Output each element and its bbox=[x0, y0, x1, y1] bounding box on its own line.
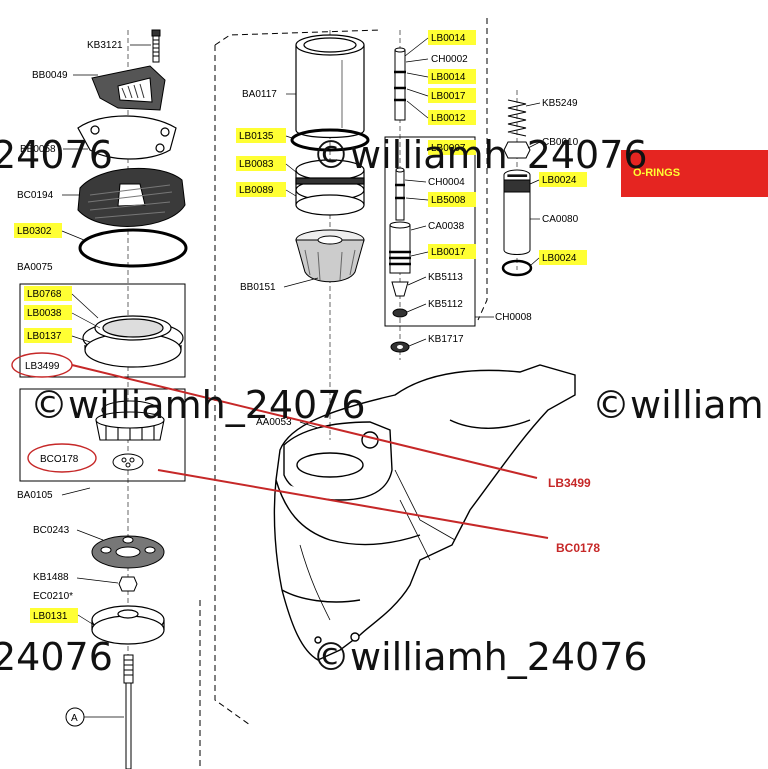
label-LB5008: LB5008 bbox=[431, 195, 466, 206]
label-LB3499: LB3499 bbox=[25, 361, 60, 372]
label-EC0210: EC0210* bbox=[33, 591, 73, 602]
watermark: ©williamh_24076 bbox=[30, 383, 366, 427]
part-CA0038 bbox=[389, 221, 411, 274]
label-LB0024b: LB0024 bbox=[542, 253, 577, 264]
part-BB0058 bbox=[77, 115, 177, 160]
label-AA0053: AA0053 bbox=[256, 417, 292, 428]
label-LB0014b: LB0014 bbox=[431, 72, 466, 83]
part-LB0302-oring bbox=[78, 228, 188, 268]
part-BA0117-tube bbox=[295, 34, 365, 139]
label-LB0012: LB0012 bbox=[431, 113, 466, 124]
label-LB0024a: LB0024 bbox=[542, 175, 577, 186]
label-CA0080: CA0080 bbox=[542, 214, 579, 225]
part-CH0004-pin bbox=[395, 167, 405, 221]
label-BC0243: BC0243 bbox=[33, 525, 70, 536]
label-LB0007: LB0007 bbox=[431, 143, 466, 154]
label-CB0010: CB0010 bbox=[542, 137, 579, 148]
label-LB0302: LB0302 bbox=[17, 226, 52, 237]
callout-BC0178: BC0178 bbox=[556, 541, 600, 555]
part-BA0075-seal bbox=[82, 315, 184, 368]
dashed-outline bbox=[199, 18, 488, 769]
label-LB0014a: LB0014 bbox=[431, 33, 466, 44]
watermark: ©william bbox=[592, 383, 764, 427]
label-BCO178: BCO178 bbox=[40, 454, 79, 465]
o-rings-legend-label: O-RINGS bbox=[633, 167, 680, 179]
box-BA0105 bbox=[19, 388, 186, 482]
part-BB0151-cone bbox=[295, 229, 365, 283]
label-KB1488: KB1488 bbox=[33, 572, 69, 583]
o-rings-legend bbox=[621, 150, 768, 197]
callout-LB3499: LB3499 bbox=[548, 476, 591, 490]
part-BA0105-cage bbox=[95, 400, 165, 441]
part-BCO178 bbox=[112, 453, 144, 471]
housing-inner-ribs bbox=[299, 469, 456, 621]
label-LB0038: LB0038 bbox=[27, 308, 62, 319]
callout-line-LB3499 bbox=[71, 364, 538, 479]
label-BB0058: BB0058 bbox=[20, 144, 56, 155]
label-BA0105: BA0105 bbox=[17, 490, 53, 501]
label-LB0089: LB0089 bbox=[239, 185, 274, 196]
part-CA0080 bbox=[503, 169, 531, 255]
label-KB5113: KB5113 bbox=[428, 272, 463, 283]
label-CH0008: CH0008 bbox=[495, 312, 532, 323]
label-CA0038: CA0038 bbox=[428, 221, 465, 232]
label-BB0151: BB0151 bbox=[240, 282, 276, 293]
label-LB0768: LB0768 bbox=[27, 289, 62, 300]
watermark: ©williamh_24076 bbox=[312, 133, 648, 177]
label-LB0017a: LB0017 bbox=[431, 91, 466, 102]
label-KB5112: KB5112 bbox=[428, 299, 463, 310]
label-BA0075: BA0075 bbox=[17, 262, 53, 273]
label-LB0017b: LB0017 bbox=[431, 247, 466, 258]
label-BA0117: BA0117 bbox=[242, 89, 277, 100]
part-CH0002-stem bbox=[394, 47, 406, 121]
watermark: 24076 bbox=[0, 635, 113, 679]
label-LB0083: LB0083 bbox=[239, 159, 274, 170]
part-LB0135-oring bbox=[290, 128, 370, 152]
label-KB5249: KB5249 bbox=[542, 98, 578, 109]
watermark: ©williamh_24076 bbox=[312, 635, 648, 679]
box-BA0075 bbox=[19, 283, 186, 378]
part-BC0194 bbox=[77, 167, 186, 227]
part-LB0083-ring bbox=[295, 159, 365, 216]
part-CB0010 bbox=[503, 141, 531, 159]
label-BC0194: BC0194 bbox=[17, 190, 54, 201]
part-KB3121 bbox=[151, 29, 161, 63]
label-KB1717: KB1717 bbox=[428, 334, 464, 345]
part-shaft bbox=[123, 654, 134, 769]
part-KB5249-spring bbox=[507, 99, 527, 137]
label-LB0131: LB0131 bbox=[33, 611, 68, 622]
part-BC0243 bbox=[91, 535, 165, 569]
label-CH0002: CH0002 bbox=[431, 54, 468, 65]
part-LB0024-oring bbox=[501, 259, 533, 277]
part-KB5113 bbox=[391, 281, 409, 297]
part-KB1488 bbox=[118, 576, 138, 592]
label-LB0135: LB0135 bbox=[239, 131, 274, 142]
label-KB3121: KB3121 bbox=[87, 40, 123, 51]
label-CH0004: CH0004 bbox=[428, 177, 465, 188]
label-LB0137: LB0137 bbox=[27, 331, 62, 342]
label-A: A bbox=[71, 713, 78, 724]
box-CH0008 bbox=[384, 136, 476, 327]
label-BB0049: BB0049 bbox=[32, 70, 68, 81]
circle-BCO178 bbox=[27, 443, 97, 473]
watermark: 24076 bbox=[0, 133, 113, 177]
part-EC0210 bbox=[91, 605, 165, 645]
callout-line-BC0178 bbox=[157, 469, 549, 539]
part-BB0049 bbox=[91, 65, 166, 111]
part-KB5112 bbox=[392, 308, 408, 318]
